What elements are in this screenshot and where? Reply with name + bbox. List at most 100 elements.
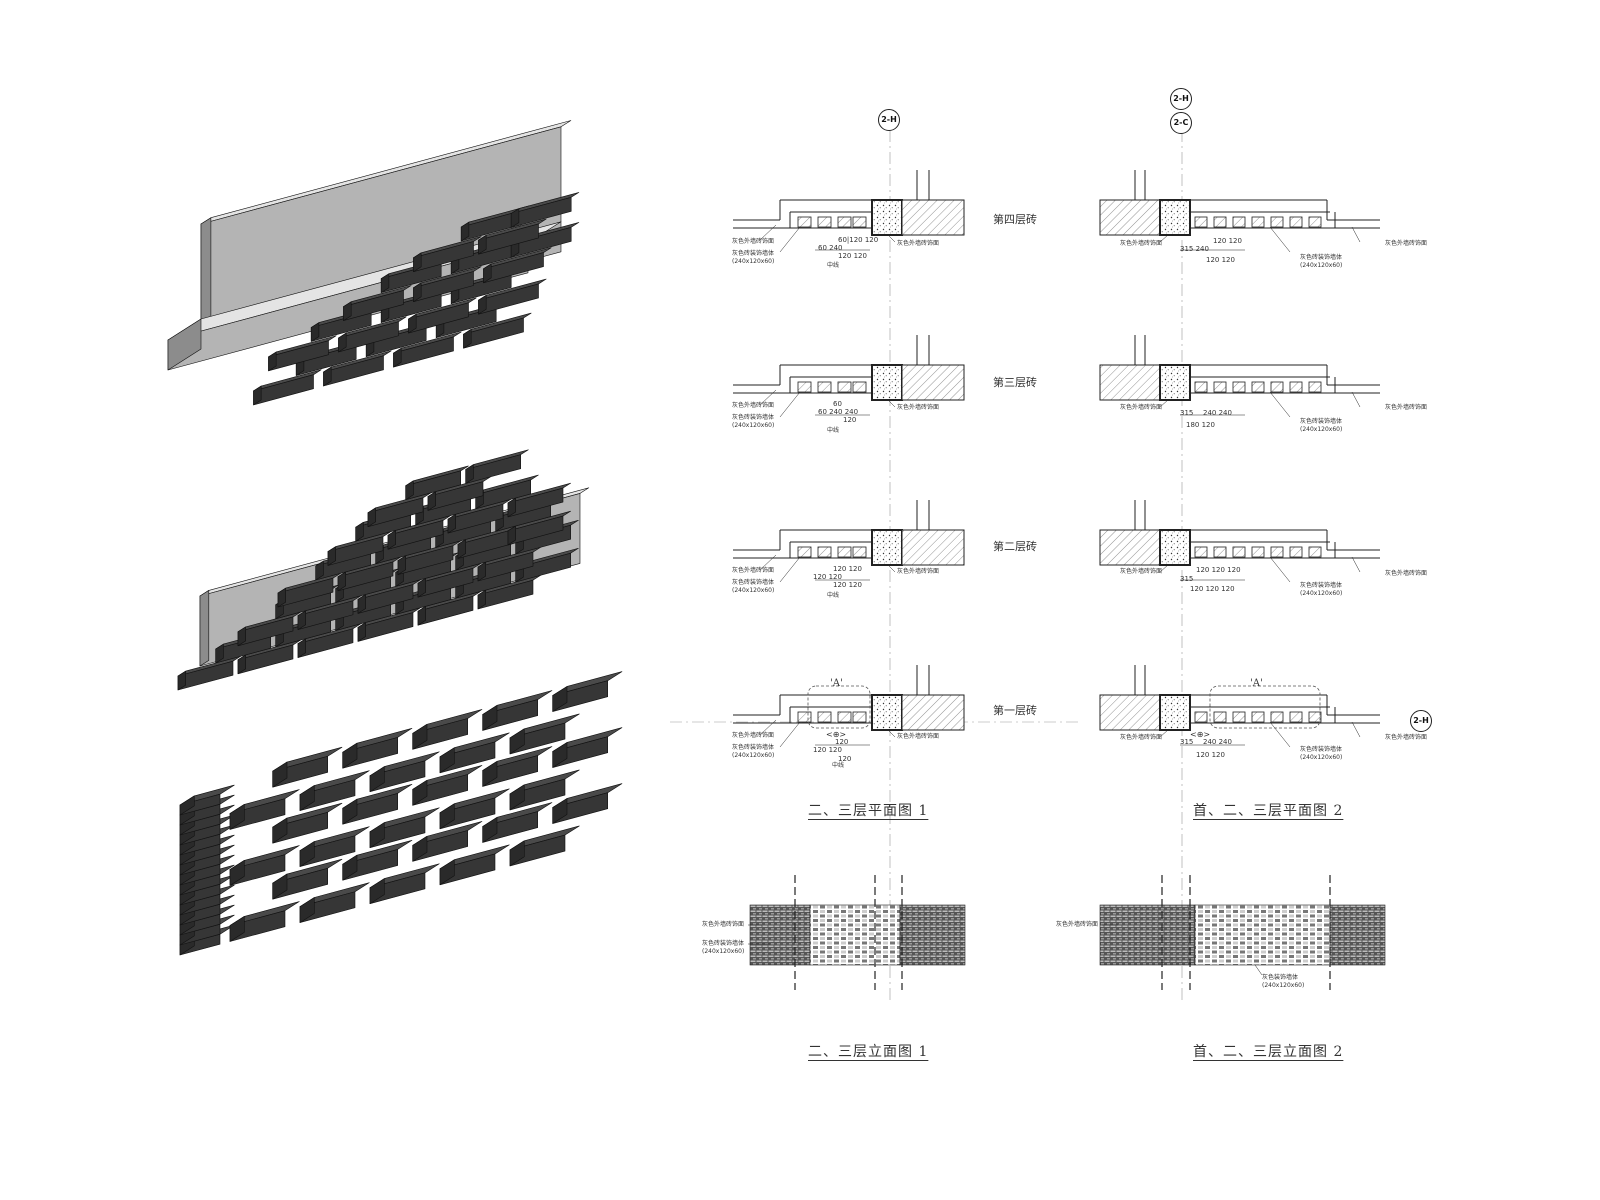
mid-back-wall-side (199, 590, 210, 667)
p1-brick-3-2 (837, 711, 852, 723)
p2-wallblock-2 (1099, 529, 1161, 566)
course-label-4: 第四层砖 (993, 213, 1037, 226)
plan1-note-right-r2: 灰色外墙砖饰面 (897, 404, 940, 411)
brick-m4-0-side (277, 587, 287, 608)
elev2-screen (1194, 904, 1331, 966)
plan2-dim-left-r2: 315 (1180, 409, 1194, 417)
p2-brick-2-6 (1308, 546, 1322, 558)
brick-t3-0-side (310, 322, 320, 342)
p2-brick-0-4 (1270, 216, 1284, 228)
p2-leader-3-0 (1351, 226, 1361, 243)
p1-brick-3-0 (797, 711, 812, 723)
p2-brick-1-4 (1270, 381, 1284, 393)
brick-m6-0-side (327, 546, 337, 566)
detail-box-plan1 (807, 685, 871, 729)
brick-b3-365-side (552, 742, 568, 768)
p2-leader-2-3 (1269, 721, 1291, 748)
p1-brick-2-0 (797, 546, 812, 558)
p1-wallblock-1 (901, 364, 965, 401)
plan1-dim-top-r4: 120 (835, 738, 849, 746)
elev1-note-size: (240x120x60) (702, 948, 745, 955)
brick-t4-0-side (343, 301, 352, 321)
plan2-dim-left-r4: 315 (1180, 738, 1194, 746)
p1-column-1 (871, 364, 903, 401)
brick-t4-2-side (483, 263, 492, 284)
p2-brick-0-6 (1308, 216, 1322, 228)
elev2-leader-2 (1254, 964, 1263, 976)
brick-t0-3-side (463, 328, 472, 349)
plan2-note-right-r4: 灰色外墙砖饰面 (1385, 734, 1428, 741)
p1-leader-1-0 (759, 224, 777, 241)
plan1-note-size-r3: (240x120x60) (732, 587, 775, 594)
p2-leader-1-1 (1159, 399, 1169, 408)
course-label-3: 第三层砖 (993, 376, 1037, 389)
brick-b1-295-side (482, 817, 498, 843)
brick-b2-260-side (439, 803, 455, 830)
plan2-dim-bottom-r4: 120 120 (1196, 751, 1225, 759)
p2-brick-3-4 (1270, 711, 1284, 723)
p2-leader-2-2 (1269, 556, 1291, 583)
elev1-solid-right (899, 904, 966, 966)
p2-brick-2-1 (1213, 546, 1227, 558)
course-label-1: 第一层砖 (993, 704, 1037, 717)
elev2-note-decor: 灰色装饰墙体 (1262, 974, 1299, 981)
brick-m9-0-side (405, 480, 414, 501)
p2-wallblock-3 (1099, 694, 1161, 731)
plan1-note-decor-r2: 灰色砖装饰墙体 (732, 414, 775, 421)
brick-b5-365-side (552, 686, 568, 712)
axis-tag-2h-plan1: 2-H (878, 109, 900, 131)
plan1-note-facade-r1: 灰色外墙砖饰面 (732, 238, 775, 245)
plan2-note-size-r1: (240x120x60) (1300, 262, 1343, 269)
p1-brick-1-3 (852, 381, 867, 393)
p1-brick-0-1 (817, 216, 832, 228)
p1-wallblock-0 (901, 199, 965, 236)
title-plan-2: 首、二、三层平面图 2 (1193, 803, 1344, 819)
plan1-note-center-r3: 中线 (827, 592, 840, 599)
brick-m9-1-side (465, 464, 474, 484)
brick-t0-1-side (323, 366, 332, 387)
elev2-solid-right (1329, 904, 1386, 966)
p2-brick-1-5 (1289, 381, 1303, 393)
p2-leader-3-1 (1351, 391, 1361, 408)
brick-m0-0-side (177, 670, 186, 691)
course-label-2: 第二层砖 (993, 540, 1037, 553)
p2-leader-1-3 (1159, 729, 1169, 738)
brick-t7-0-side (460, 221, 470, 242)
p1-wallblock-2 (901, 529, 965, 566)
elev1-note-decor: 灰色砖装饰墙体 (702, 940, 745, 947)
plan2-note-right-r1: 灰色外墙砖饰面 (1385, 240, 1428, 247)
p1-brick-3-1 (817, 711, 832, 723)
plan2-dim-bottom-r3: 120 120 120 (1190, 585, 1235, 593)
detail-marker-plan2: 'A' (1250, 678, 1263, 689)
plan2-dim-top-r4: 240 240 (1203, 738, 1232, 746)
plan1-dim-extra-r1: 60 240 (818, 244, 843, 252)
p1-leader-1-1 (759, 389, 777, 406)
p2-brick-0-3 (1251, 216, 1265, 228)
plan2-dim-bottom-r2: 180 120 (1186, 421, 1215, 429)
p1-column-3 (871, 694, 903, 731)
brick-b5-225-side (412, 723, 428, 750)
brick-t5-0-side (380, 273, 390, 293)
brick-b3-295-side (482, 761, 498, 787)
plan2-note-left-r3: 灰色外墙砖饰面 (1120, 568, 1163, 575)
brick-b4-120-side (299, 785, 315, 811)
plan1-note-decor-r1: 灰色砖装饰墙体 (732, 250, 775, 257)
plan1-note-decor-r3: 灰色砖装饰墙体 (732, 579, 775, 586)
brick-t2-3-side (478, 294, 487, 315)
p2-brick-0-5 (1289, 216, 1303, 228)
p2-brick-0-1 (1213, 216, 1227, 228)
brick-b1-365-side (552, 798, 568, 824)
p1-brick-3-3 (852, 711, 867, 723)
p1-leader-3-3 (887, 729, 896, 738)
p2-column-1 (1159, 364, 1191, 401)
brick-m8-0-side (367, 507, 377, 528)
brick-m2-0-side (237, 626, 246, 647)
brick-b1-85-side (272, 873, 288, 900)
brick-m7-0-side (355, 521, 364, 542)
brick-b3-155-side (342, 798, 358, 825)
brick-t0-0-side (253, 385, 262, 406)
elev2-solid-left (1099, 904, 1196, 966)
p1-column-0 (871, 199, 903, 236)
plan1-dim-extra-r4: 120 120 (813, 746, 842, 754)
